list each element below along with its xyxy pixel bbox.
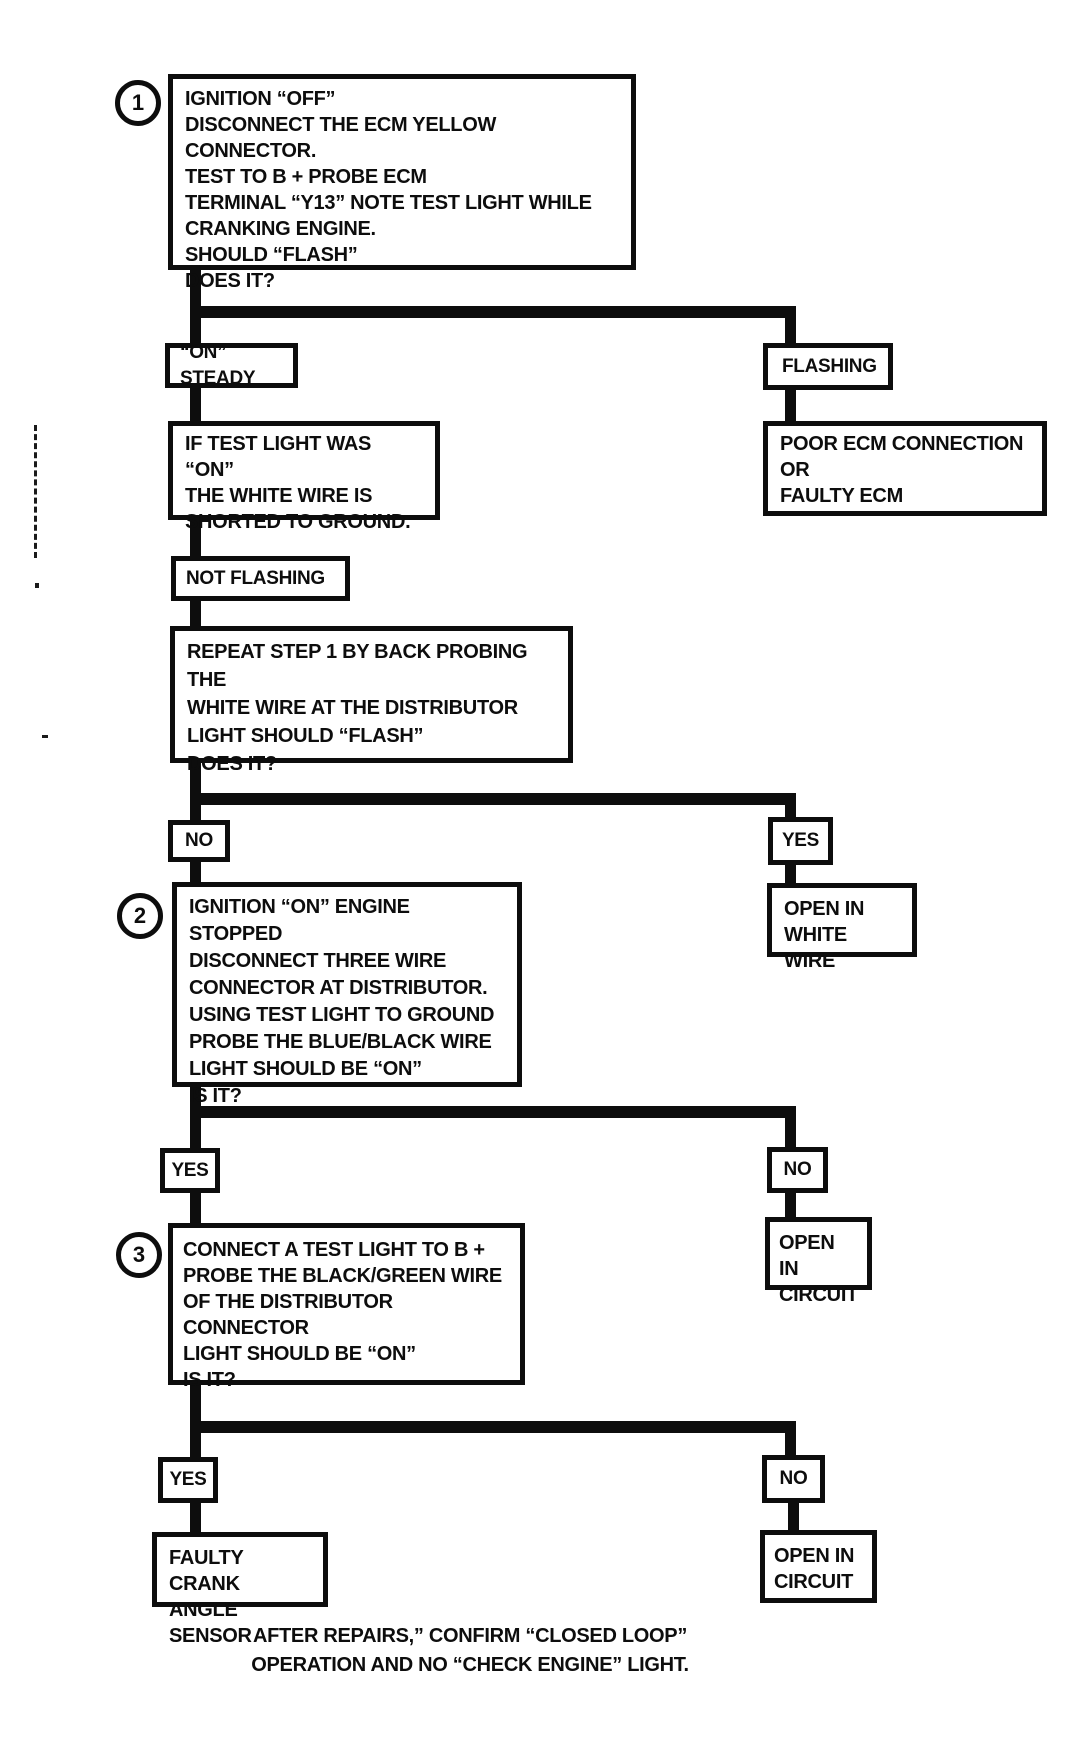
repeat-step1-instruction-box: REPEAT STEP 1 BY BACK PROBING THE WHITE … — [170, 626, 573, 775]
connector-shorted-to-notflashing — [190, 518, 201, 558]
open-white-wire-result-box: OPEN IN WHITE WIRE — [767, 883, 917, 972]
footer-line-1: AFTER REPAIRS,” CONFIRM “CLOSED LOOP” — [252, 1625, 688, 1647]
connector-no2-to-opencircuit1 — [785, 1191, 796, 1219]
faulty-crank-sensor-result-box: FAULTY CRANK ANGLE SENSOR — [152, 1532, 328, 1647]
on-steady-label-box: “ON” STEADY — [165, 342, 298, 389]
open-in-circuit-result-box-2: OPEN IN CIRCUIT — [760, 1530, 877, 1603]
yes-label-box-1: YES — [768, 817, 833, 865]
connector-branch2-to-yes1 — [785, 793, 796, 819]
step3-instruction-box: CONNECT A TEST LIGHT TO B + PROBE THE BL… — [168, 1223, 525, 1391]
connector-yes2-to-step3 — [190, 1191, 201, 1225]
poor-ecm-result-box: POOR ECM CONNECTION OR FAULTY ECM — [763, 421, 1047, 516]
no-label-box-1: NO — [168, 820, 230, 862]
connector-flashing-to-poorecm — [785, 388, 796, 423]
footer-line-2: OPERATION AND NO “CHECK ENGINE” LIGHT. — [251, 1654, 689, 1676]
no-label-box-2: NO — [767, 1147, 828, 1193]
connector-branch1-to-flashing — [785, 306, 796, 345]
connector-branch3-horizontal — [190, 1106, 796, 1118]
not-flashing-label-box: NOT FLASHING — [171, 556, 350, 601]
connector-yes1-to-openwhitewire — [785, 863, 796, 885]
yes-label-box-2: YES — [160, 1148, 220, 1193]
connector-repeat-to-no1 — [190, 761, 201, 822]
connector-branch4-to-no3 — [785, 1421, 796, 1457]
yes-label-box-3: YES — [158, 1457, 218, 1503]
connector-branch2-horizontal — [190, 793, 796, 805]
no-label-box-3: NO — [762, 1455, 825, 1503]
shorted-to-ground-result-box: IF TEST LIGHT WAS “ON” THE WHITE WIRE IS… — [168, 421, 440, 533]
connector-no1-to-step2 — [190, 860, 201, 884]
step1-instruction-box: IGNITION “OFF” DISCONNECT THE ECM YELLOW… — [168, 74, 636, 292]
connector-yes3-to-faultycrank — [190, 1501, 201, 1534]
flashing-label-box: FLASHING — [763, 343, 893, 390]
scan-artifact-dot — [35, 583, 39, 588]
step1-number-badge: 1 — [115, 80, 161, 126]
connector-no3-to-opencircuit2 — [788, 1501, 799, 1532]
step2-number-badge: 2 — [117, 893, 163, 939]
scan-artifact-dashed-line — [34, 425, 37, 558]
step2-instruction-box: IGNITION “ON” ENGINE STOPPED DISCONNECT … — [172, 882, 522, 1107]
connector-branch3-to-no2 — [785, 1106, 796, 1149]
connector-branch1-horizontal — [190, 306, 796, 318]
connector-branch4-horizontal — [190, 1421, 796, 1433]
connector-notflashing-to-repeat — [190, 599, 201, 628]
step3-number-badge: 3 — [116, 1232, 162, 1278]
footer-note: AFTER REPAIRS,” CONFIRM “CLOSED LOOP” OP… — [180, 1622, 760, 1680]
scan-artifact-dot — [42, 735, 48, 738]
connector-onsteady-to-shorted — [190, 386, 201, 423]
open-in-circuit-result-box-1: OPEN IN CIRCUIT — [765, 1217, 872, 1306]
